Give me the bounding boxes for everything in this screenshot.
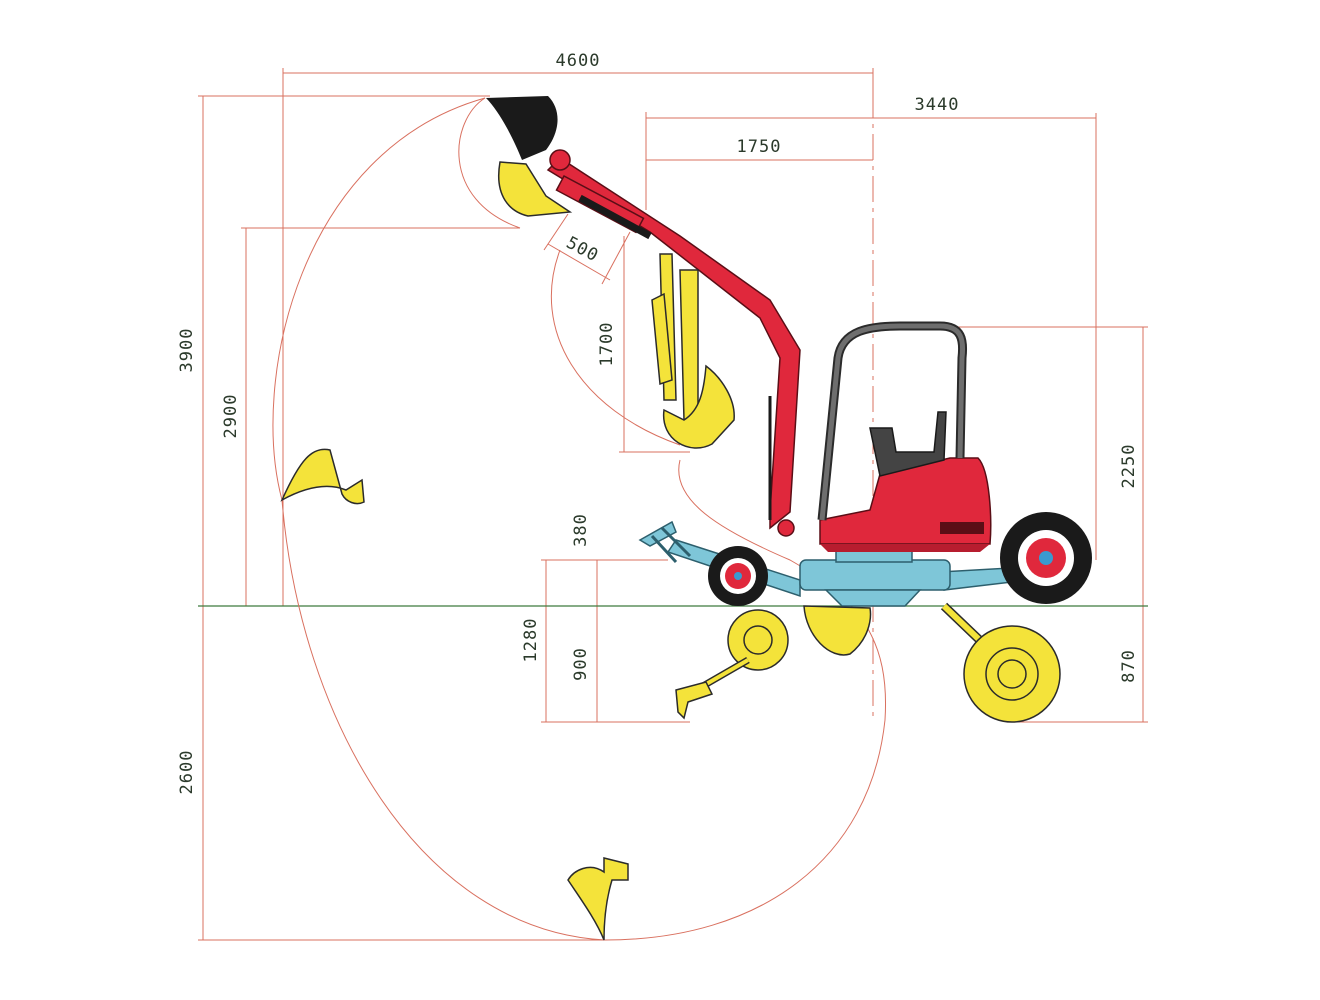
- dim-wheel-drop: 870: [1119, 649, 1139, 683]
- excavator-body: [819, 457, 992, 552]
- dim-dig-depth: 2600: [177, 750, 197, 795]
- excavator-bucket-icon: [280, 448, 365, 505]
- excavator-bucket-icon: [567, 857, 629, 941]
- rollbar-icon: [817, 321, 968, 521]
- dimension-lines: [198, 68, 1148, 941]
- dim-reach-rear: 3440: [915, 95, 960, 115]
- excavator-boom: [546, 149, 801, 537]
- dimension-labels: 4600 3440 1750 500 1700 3900 2900 2250 3…: [177, 51, 1139, 794]
- operator-seat-icon: [869, 411, 947, 477]
- dim-dipper-offset: 500: [563, 233, 602, 266]
- lowered-wheel-position: [940, 602, 1061, 723]
- dim-blade-depth-total: 1280: [521, 618, 541, 663]
- excavator-bucket-icon: [498, 161, 573, 217]
- wheel-icon: [708, 546, 768, 606]
- wheel-icon: [1000, 512, 1092, 604]
- dim-dipper-height: 1700: [597, 322, 617, 367]
- dim-cab-height: 2250: [1119, 444, 1139, 489]
- excavator-bucket-icon: [803, 605, 872, 656]
- lowered-blade-position: [675, 609, 789, 720]
- dim-dump-height: 2900: [221, 394, 241, 439]
- dim-boom-offset: 1750: [737, 137, 782, 157]
- excavator-bucket-icon: [486, 96, 558, 160]
- dim-max-height: 3900: [177, 328, 197, 373]
- dim-blade-depth: 900: [571, 647, 591, 681]
- dim-blade-lift: 380: [571, 513, 591, 547]
- lowered-dipper-position: [651, 253, 735, 449]
- dim-reach-total: 4600: [556, 51, 601, 71]
